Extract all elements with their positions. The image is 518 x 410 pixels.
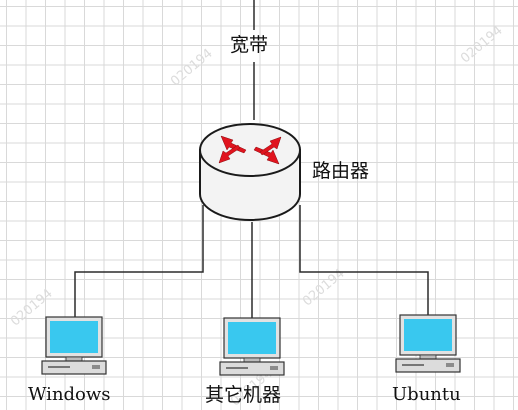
router-label: 路由器 (312, 160, 370, 182)
router-to-windows-line (74, 205, 204, 318)
router-arrows-icon (218, 135, 282, 165)
computer-icon-ubuntu (395, 314, 461, 373)
router-to-ubuntu-line (299, 205, 429, 315)
router-icon (199, 123, 301, 221)
connection-lines (74, 0, 429, 318)
computer-label-ubuntu: Ubuntu (392, 384, 461, 405)
computer-label-windows: Windows (28, 384, 111, 405)
computer-icon-other (219, 317, 285, 376)
broadband-label: 宽带 (230, 34, 269, 56)
computer-label-other: 其它机器 (205, 384, 282, 406)
computer-icon-windows (41, 316, 107, 375)
